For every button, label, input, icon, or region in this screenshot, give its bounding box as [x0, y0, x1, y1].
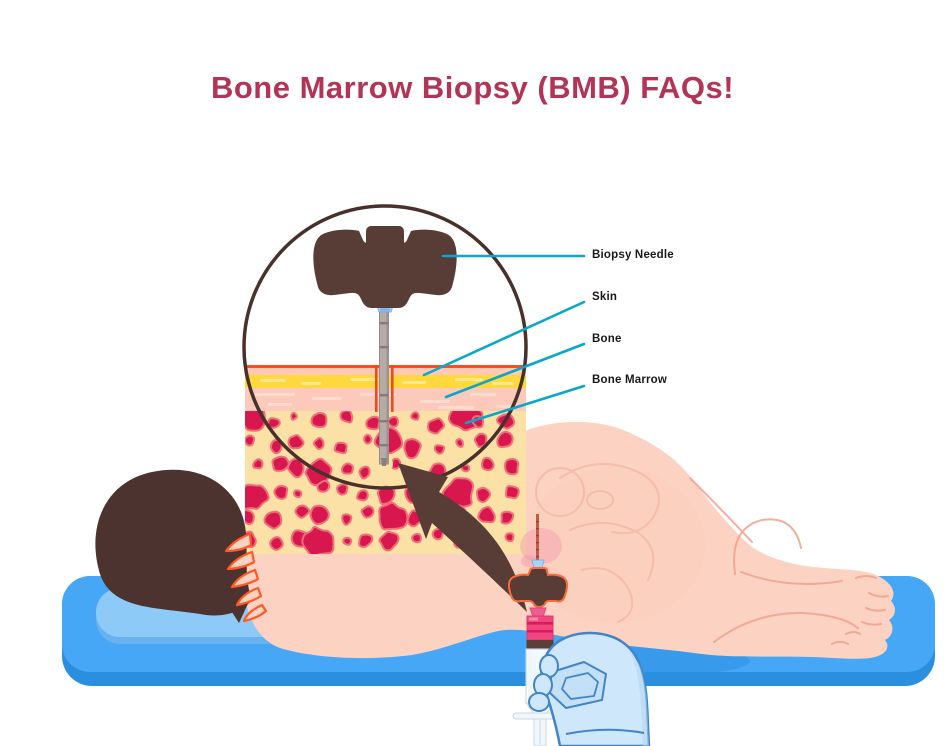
- page-title: Bone Marrow Biopsy (BMB) FAQs!: [210, 70, 735, 105]
- leader-lines: [422, 254, 586, 425]
- gloved-hand: [528, 631, 651, 746]
- leader-line-bone-marrow: [464, 384, 586, 425]
- magnifier-circle: [242, 204, 528, 490]
- fingertips: [528, 654, 559, 712]
- glove-cuff-line: [565, 728, 645, 735]
- leg-foot-lines: [689, 477, 889, 645]
- needle-puncture-channel: [375, 365, 394, 412]
- syringe-handle: [508, 567, 568, 608]
- label-biopsy-needle: Biopsy Needle: [592, 249, 674, 261]
- zoom-arrow: [398, 463, 527, 612]
- label-bone: Bone: [592, 333, 622, 345]
- pelvis-outline: [525, 463, 705, 623]
- injection-blush: [520, 528, 562, 564]
- label-bone-marrow: Bone Marrow: [592, 374, 668, 386]
- patient-head: [95, 469, 268, 623]
- patient-fingers: [224, 532, 268, 623]
- leader-line-bone: [444, 342, 586, 399]
- label-skin: Skin: [592, 291, 618, 303]
- aspiration-needle: [536, 514, 539, 563]
- biopsy-needle: [313, 226, 457, 466]
- patient-body: [244, 421, 895, 659]
- needle-handle: [313, 226, 457, 308]
- leader-line-skin: [422, 300, 586, 377]
